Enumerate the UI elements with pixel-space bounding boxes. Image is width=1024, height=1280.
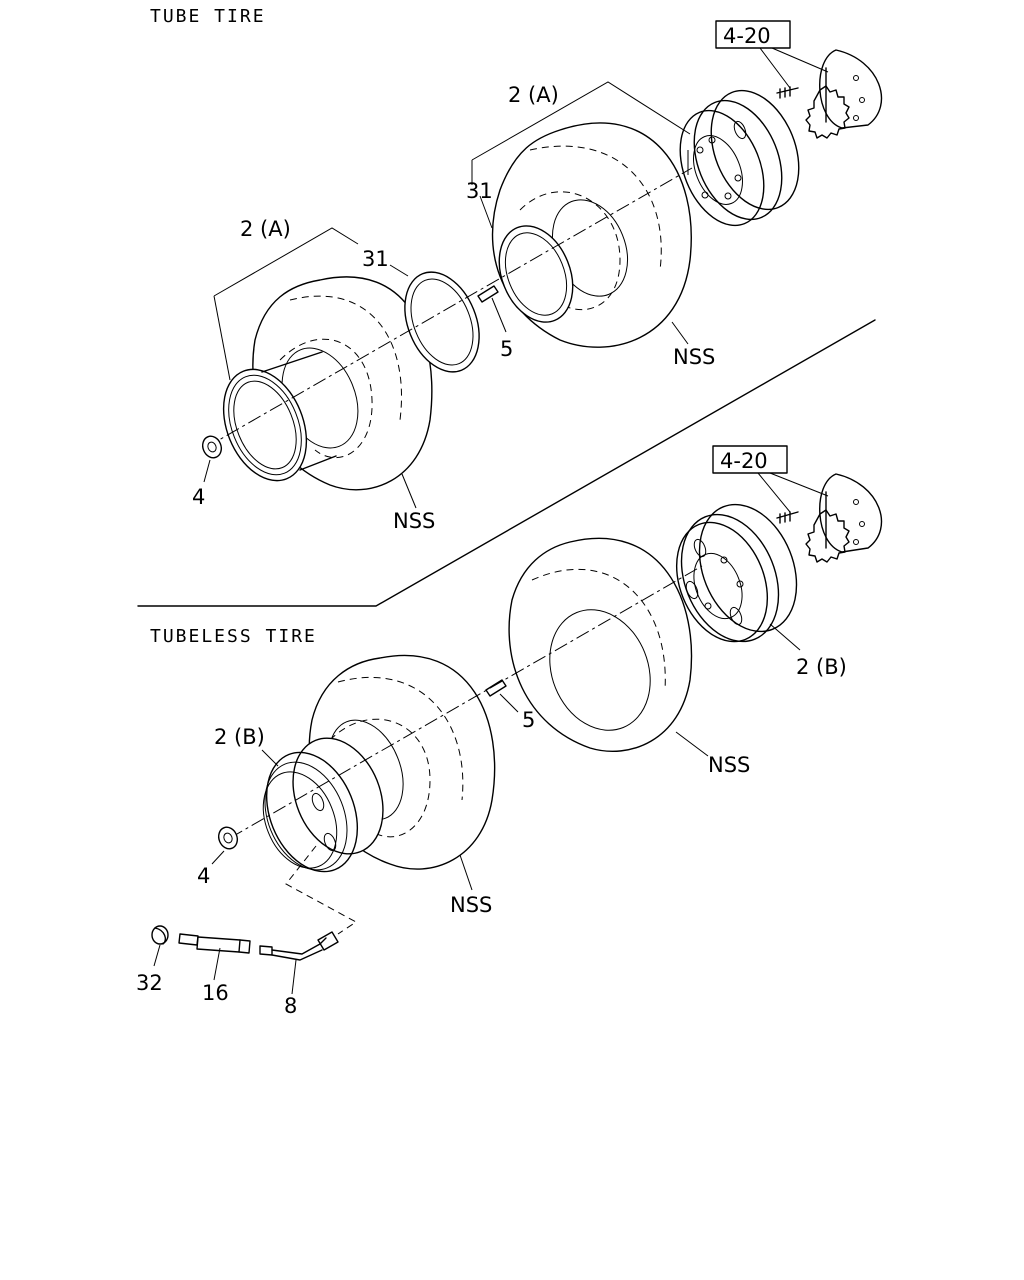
rear-flap-ring: 31: [466, 179, 574, 323]
lug-nut-bottom: 4: [197, 826, 239, 888]
section-title-tubeless-tire: TUBELESS TIRE: [150, 626, 317, 647]
section-divider: [137, 319, 876, 607]
ref-box-top: 4-20: [715, 20, 829, 89]
label-5-bottom: 5: [522, 708, 535, 732]
hub-top: [776, 49, 883, 139]
hub-bottom: [776, 473, 883, 563]
front-rim-tubeless: 2 (B): [214, 725, 384, 873]
label-2a-front: 2 (A): [240, 217, 291, 241]
front-tire-bracket-tube: 2 (A): [213, 217, 359, 381]
label-31-rear: 31: [466, 179, 493, 203]
axis-line-bottom: [229, 565, 703, 839]
label-2b-front: 2 (B): [214, 725, 265, 749]
ref-box-bottom: 4-20: [712, 445, 829, 513]
label-nss-front-top: NSS: [393, 509, 435, 533]
label-4-bottom: 4: [197, 864, 210, 888]
lug-nut-top: 4: [192, 435, 223, 509]
axis-line-top: [204, 167, 693, 449]
label-5-top: 5: [500, 337, 513, 361]
label-nss-front-bottom: NSS: [450, 893, 492, 917]
valve-leader-line: [285, 845, 357, 935]
valve-stem-8: 8: [259, 931, 339, 1018]
valve-stem-bottom: 5: [485, 679, 535, 732]
valve-extension-16: 16: [178, 933, 251, 1005]
valve-cap-32: 32: [136, 925, 169, 995]
rear-tire-tubeless: NSS: [508, 537, 750, 777]
rear-rim-tubeless: 2 (B): [675, 503, 847, 679]
label-nss-rear-bottom: NSS: [708, 753, 750, 777]
label-nss-rear-top: NSS: [673, 345, 715, 369]
label-16: 16: [202, 981, 229, 1005]
label-4-top: 4: [192, 485, 205, 509]
label-2b-rear: 2 (B): [796, 655, 847, 679]
label-8: 8: [284, 994, 297, 1018]
ref-4-20-top: 4-20: [723, 24, 771, 48]
valve-stem-top: 5: [477, 285, 513, 361]
rear-rim-tube: [679, 89, 800, 227]
label-2a-rear: 2 (A): [508, 83, 559, 107]
label-32: 32: [136, 971, 163, 995]
ref-4-20-bottom: 4-20: [720, 449, 768, 473]
front-rim-tube: [222, 351, 337, 482]
rear-tire-bracket-tube: 2 (A): [471, 81, 691, 185]
section-title-tube-tire: TUBE TIRE: [150, 6, 266, 27]
label-31-front: 31: [362, 247, 389, 271]
front-flap-ring: 31: [362, 247, 480, 373]
